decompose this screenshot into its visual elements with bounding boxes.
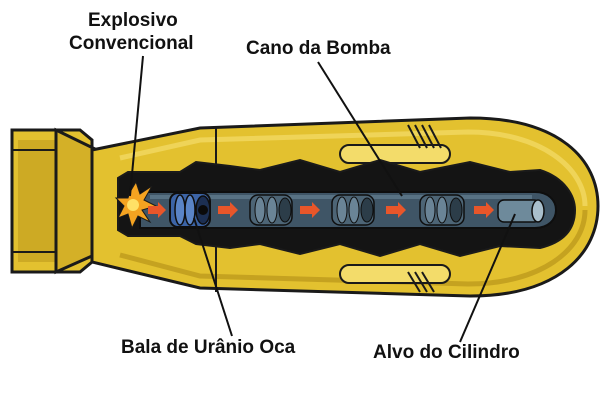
label-explosive-line2: Convencional	[69, 33, 194, 54]
bullet-path-3	[419, 194, 465, 226]
label-target: Alvo do Cilindro	[373, 342, 520, 363]
bottom-vents	[407, 271, 435, 293]
right-arrow-icon	[148, 202, 494, 218]
label-bullet: Bala de Urânio Oca	[121, 337, 296, 358]
label-explosive-line1: Explosivo	[88, 10, 178, 31]
bottom-fin-slot	[339, 264, 451, 284]
bullet-path-1	[249, 194, 293, 226]
bullet-path-2	[331, 194, 375, 226]
target-cylinder	[497, 199, 545, 223]
label-barrel: Cano da Bomba	[246, 38, 391, 59]
leader-lines	[129, 55, 516, 343]
uranium-bullet	[169, 192, 211, 228]
top-fin-slot	[339, 144, 451, 164]
explosion-icon	[114, 180, 158, 230]
top-vents	[407, 124, 442, 149]
